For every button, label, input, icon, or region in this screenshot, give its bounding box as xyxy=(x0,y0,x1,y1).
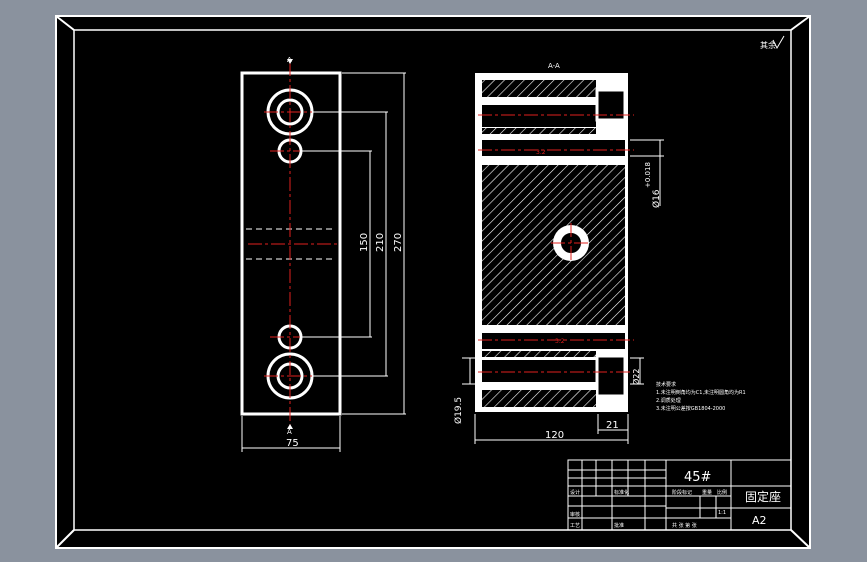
note-3: 3.未注明公差按GB1804-2000 xyxy=(656,405,725,412)
tb-weight-label: 重量 xyxy=(702,489,712,496)
tb-approve-label: 批准 xyxy=(614,522,624,529)
title-block xyxy=(567,459,792,531)
drawing-sheet xyxy=(55,15,811,549)
bore-bottom xyxy=(482,360,596,382)
dim-dia-16: Ø16 xyxy=(651,189,662,208)
section-view: A-A 3.2 3.2 xyxy=(453,62,664,444)
tb-sheet-size: A2 xyxy=(752,514,767,527)
tb-process-label: 工艺 xyxy=(570,523,580,529)
front-view: A A 75 150 210 270 xyxy=(240,56,406,452)
counterbore-bottom-section xyxy=(595,354,627,398)
front-dimensions xyxy=(241,72,406,452)
drawing-frame xyxy=(73,29,792,531)
bore-top xyxy=(482,105,596,127)
dim-dia-22: Ø22 xyxy=(631,369,641,385)
technical-notes: 技术要求 1.未注明倒角均为C1,未注明圆角均为R1 2.调质处理 3.未注明公… xyxy=(656,381,746,412)
tb-standard-label: 标准化 xyxy=(614,489,629,496)
note-heading: 技术要求 xyxy=(656,381,676,388)
dim-21: 21 xyxy=(606,420,619,431)
roughness-label-bottom: 3.2 xyxy=(555,338,565,345)
corner-mark: 其余 xyxy=(760,40,776,50)
dim-210: 210 xyxy=(375,233,386,252)
tb-stage-label: 阶段标记 xyxy=(672,489,692,496)
section-dimensions xyxy=(462,139,664,444)
dim-width-75: 75 xyxy=(286,438,299,449)
tb-scale-label: 比例 xyxy=(717,489,727,496)
roughness-label-top: 3.2 xyxy=(536,149,546,156)
front-view-outline xyxy=(240,71,342,416)
tb-review-label: 审核 xyxy=(570,511,580,518)
roughness-symbol xyxy=(772,35,785,50)
section-label-bottom: A xyxy=(287,428,292,436)
tb-material: 45# xyxy=(684,470,711,485)
hidden-lines xyxy=(246,228,336,260)
slot-top-2 xyxy=(482,140,625,156)
dim-dia-19-5: Ø19.5 xyxy=(453,397,464,424)
slot-bottom-2 xyxy=(482,333,625,349)
note-1: 1.未注明倒角均为C1,未注明圆角均为R1 xyxy=(656,389,746,396)
corner-ticks xyxy=(55,15,811,549)
dim-270: 270 xyxy=(393,233,404,252)
section-arrow-top xyxy=(287,59,293,64)
tb-design-label: 设计 xyxy=(570,489,580,496)
section-center-lines xyxy=(478,114,634,373)
section-arrow-bottom xyxy=(287,424,293,429)
note-2: 2.调质处理 xyxy=(656,397,681,404)
tb-part-name: 固定座 xyxy=(745,489,781,504)
section-view-title: A-A xyxy=(548,62,560,70)
dim-150: 150 xyxy=(359,233,370,252)
title-block-labels: 设计 标准化 审核 工艺 批准 阶段标记 重量 比例 1:1 共 张 第 张 xyxy=(570,489,727,529)
tb-scale-value: 1:1 xyxy=(718,510,726,516)
dim-tol-16: +0.018 xyxy=(644,162,652,188)
dim-120: 120 xyxy=(545,430,564,441)
tb-sheet-label: 共 张 第 张 xyxy=(672,522,697,529)
